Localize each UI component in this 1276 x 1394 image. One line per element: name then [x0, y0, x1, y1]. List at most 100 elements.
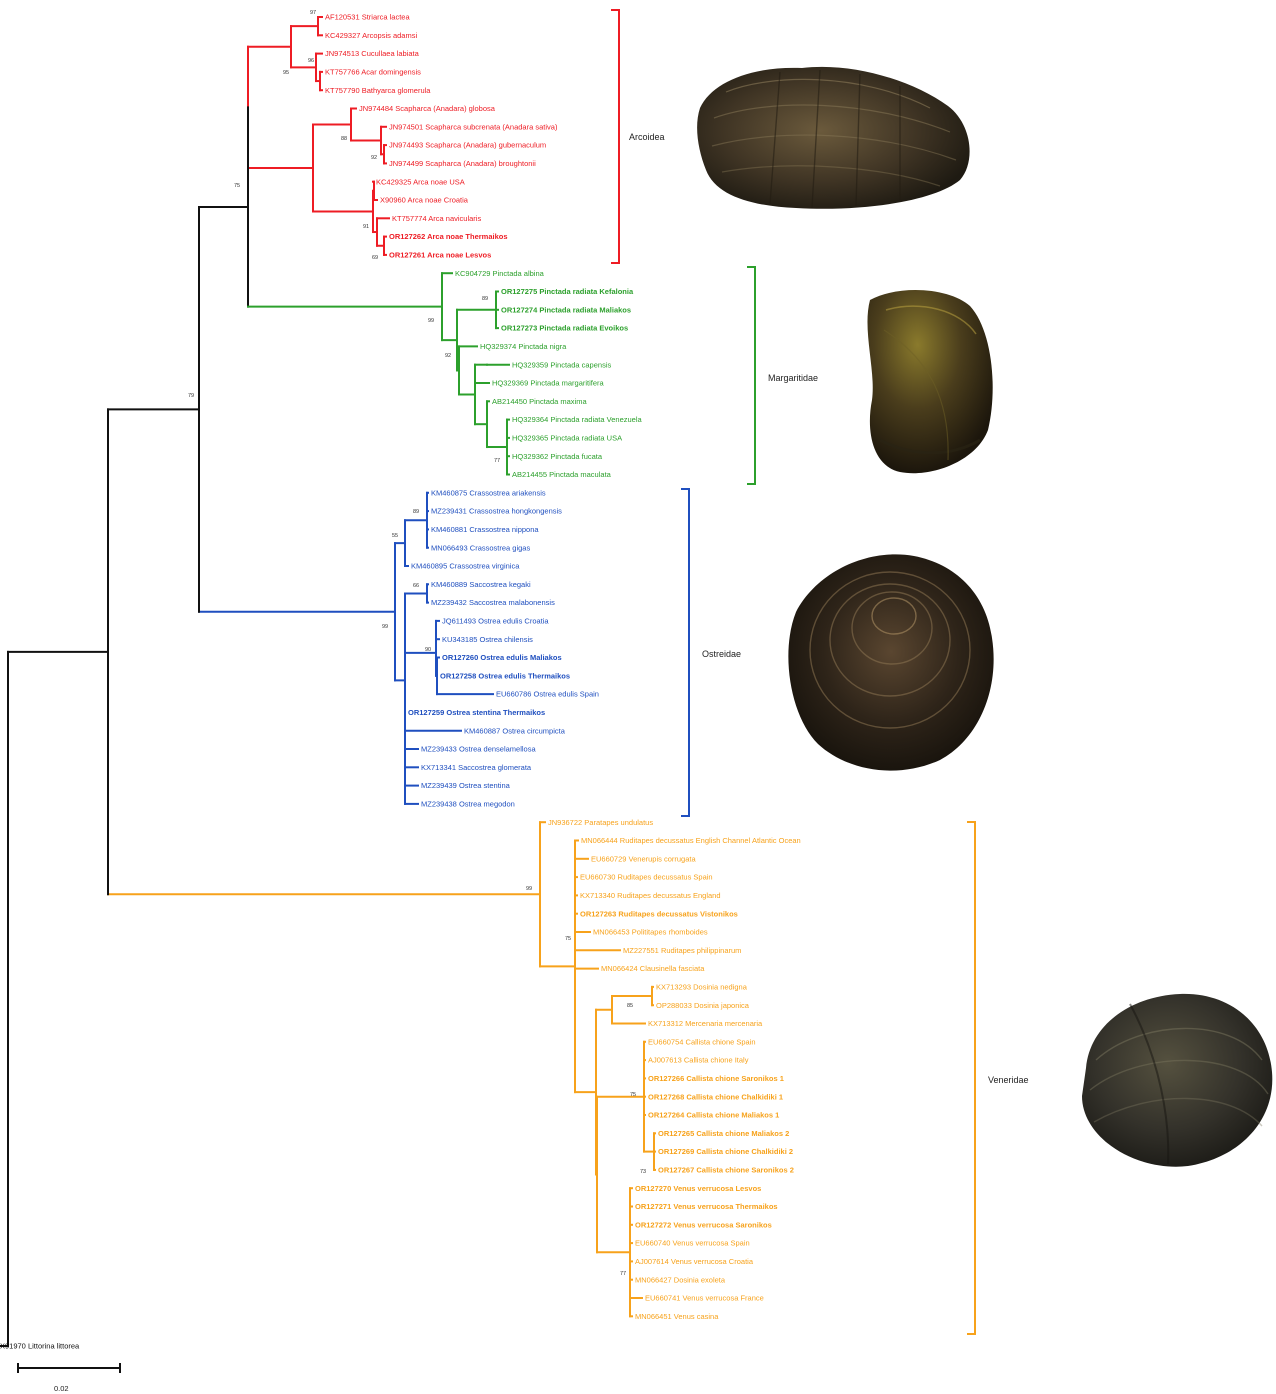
bootstrap-value: 91 — [363, 224, 369, 230]
leaf-label: OR127273 Pinctada radiata Evoikos — [501, 324, 628, 333]
leaf-label: MN066493 Crassostrea gigas — [431, 543, 530, 552]
leaf-label: OR127275 Pinctada radiata Kefalonia — [501, 287, 634, 296]
leaf-label: OR127262 Arca noae Thermaikos — [389, 232, 508, 241]
leaf-label: OR127268 Callista chione Chalkidiki 1 — [648, 1092, 783, 1101]
bootstrap-value: 96 — [308, 58, 314, 64]
leaf-label: KC429325 Arca noae USA — [376, 177, 465, 186]
leaf-label: HQ329362 Pinctada fucata — [512, 452, 603, 461]
leaf-label: MZ227551 Ruditapes philippinarum — [623, 946, 741, 955]
leaf-label: HQ329369 Pinctada margaritifera — [492, 379, 605, 388]
leaf-label: KM460881 Crassostrea nippona — [431, 525, 539, 534]
leaf-label: AJ007613 Callista chione Italy — [648, 1056, 749, 1065]
leaf-label: AB214455 Pinctada maculata — [512, 470, 612, 479]
clade-name-margaritidae: Margaritidae — [768, 373, 818, 383]
clade-bracket-veneridae — [968, 822, 975, 1334]
leaf-label: HQ329374 Pinctada nigra — [480, 342, 567, 351]
clade-bracket-arcoidea — [612, 10, 619, 263]
leaf-label: MN066451 Venus casina — [635, 1312, 719, 1321]
leaf-label: KX713312 Mercenaria mercenaria — [648, 1019, 763, 1028]
leaf-label: KT757766 Acar domingensis — [325, 68, 421, 77]
leaf-label: MZ239439 Ostrea stentina — [421, 781, 511, 790]
leaf-label: JN974484 Scapharca (Anadara) globosa — [359, 104, 496, 113]
scale-bar: 0.02 — [18, 1364, 120, 1393]
bootstrap-value: 73 — [640, 1169, 646, 1175]
bootstrap-value: 79 — [188, 393, 194, 399]
bootstrap-value: 77 — [620, 1271, 626, 1277]
leaf-label: OR127258 Ostrea edulis Thermaikos — [440, 671, 570, 680]
scale-bar-label: 0.02 — [54, 1384, 69, 1393]
leaf-label: OR127261 Arca noae Lesvos — [389, 251, 491, 260]
leaf-label: MN066424 Clausinella fasciata — [601, 964, 705, 973]
leaf-label: AF120531 Striarca lactea — [325, 13, 410, 22]
leaf-label: JN974499 Scapharca (Anadara) broughtonii — [389, 159, 536, 168]
bootstrap-value: 89 — [413, 509, 419, 515]
clade-bracket-margaritidae — [748, 267, 755, 484]
leaf-label: AJ007614 Venus verrucosa Croatia — [635, 1257, 754, 1266]
bootstrap-value: 66 — [413, 583, 419, 589]
leaf-label: MZ239432 Saccostrea malabonensis — [431, 598, 555, 607]
bootstrap-value: 75 — [565, 936, 571, 942]
leaf-label: EU660741 Venus verrucosa France — [645, 1294, 764, 1303]
leaf-label: KM460887 Ostrea circumpicta — [464, 726, 566, 735]
leaf-label: EU660729 Venerupis corrugata — [591, 854, 696, 863]
tree-branches — [0, 17, 655, 1346]
bootstrap-value: 99 — [526, 886, 532, 892]
leaf-label: MN066444 Ruditapes decussatus English Ch… — [581, 836, 801, 845]
leaf-label: EU660754 Callista chione Spain — [648, 1037, 756, 1046]
leaf-label: KM460895 Crassostrea virginica — [411, 562, 520, 571]
clade-name-veneridae: Veneridae — [988, 1075, 1029, 1085]
bootstrap-value: 99 — [428, 318, 434, 324]
bootstrap-value: 95 — [283, 70, 289, 76]
leaf-label: AB214450 Pinctada maxima — [492, 397, 587, 406]
leaf-label: X91970 Littorina littorea — [0, 1342, 80, 1351]
clade-bracket-ostreidae — [682, 489, 689, 816]
leaf-label: JN974501 Scapharca subcrenata (Anadara s… — [389, 122, 558, 131]
clade-name-arcoidea: Arcoidea — [629, 132, 665, 142]
leaf-label: EU660730 Ruditapes decussatus Spain — [580, 873, 713, 882]
leaf-label: EU660786 Ostrea edulis Spain — [496, 690, 599, 699]
bootstrap-value: 85 — [627, 1003, 633, 1009]
bootstrap-value: 97 — [310, 10, 316, 16]
leaf-label: EU660740 Venus verrucosa Spain — [635, 1239, 750, 1248]
leaf-label: OR127260 Ostrea edulis Maliakos — [442, 653, 562, 662]
flat-oyster-shell-photo — [788, 554, 993, 770]
leaf-label: OR127269 Callista chione Chalkidiki 2 — [658, 1147, 793, 1156]
leaf-label: MZ239431 Crassostrea hongkongensis — [431, 507, 562, 516]
leaf-label: MN066453 Polititapes rhomboides — [593, 928, 708, 937]
leaf-label: MN066427 Dosinia exoleta — [635, 1275, 726, 1284]
bootstrap-value: 77 — [494, 458, 500, 464]
bootstrap-value: 75 — [630, 1092, 636, 1098]
leaf-label: HQ329359 Pinctada capensis — [512, 360, 611, 369]
leaf-label: OR127274 Pinctada radiata Maliakos — [501, 305, 631, 314]
ark-clam-shell-photo — [697, 67, 969, 209]
leaf-label: KT757774 Arca navicularis — [392, 214, 481, 223]
leaf-label: X90960 Arca noae Croatia — [380, 196, 469, 205]
leaf-label: KT757790 Bathyarca glomerula — [325, 86, 431, 95]
leaf-label: KM460889 Saccostrea kegaki — [431, 580, 531, 589]
leaf-label: OR127267 Callista chione Saronikos 2 — [658, 1166, 794, 1175]
leaf-label: OR127259 Ostrea stentina Thermaikos — [408, 708, 545, 717]
leaf-label: JN936722 Paratapes undulatus — [548, 818, 653, 827]
leaf-label: OP288033 Dosinia japonica — [656, 1001, 750, 1010]
leaf-label: KU343185 Ostrea chilensis — [442, 635, 533, 644]
leaf-label: KC429327 Arcopsis adamsi — [325, 31, 417, 40]
leaf-label: MZ239433 Ostrea denselamellosa — [421, 745, 536, 754]
clade-name-ostreidae: Ostreidae — [702, 649, 741, 659]
bootstrap-value: 89 — [482, 296, 488, 302]
leaf-label: MZ239438 Ostrea megodon — [421, 800, 515, 809]
leaf-label: OR127263 Ruditapes decussatus Vistonikos — [580, 909, 738, 918]
bootstrap-value: 69 — [372, 255, 378, 261]
leaf-label: OR127271 Venus verrucosa Thermaikos — [635, 1202, 778, 1211]
bootstrap-value: 88 — [341, 136, 347, 142]
leaf-label: KM460875 Crassostrea ariakensis — [431, 488, 546, 497]
leaf-label: KC904729 Pinctada albina — [455, 269, 545, 278]
bootstrap-value: 55 — [392, 533, 398, 539]
bootstrap-value: 75 — [234, 183, 240, 189]
leaf-label: KX713340 Ruditapes decussatus England — [580, 891, 721, 900]
leaf-label: JN974493 Scapharca (Anadara) gubernaculu… — [389, 141, 546, 150]
leaf-label: KX713293 Dosinia nedigna — [656, 983, 748, 992]
pearl-oyster-shell-photo — [867, 290, 992, 473]
leaf-label: OR127265 Callista chione Maliakos 2 — [658, 1129, 789, 1138]
